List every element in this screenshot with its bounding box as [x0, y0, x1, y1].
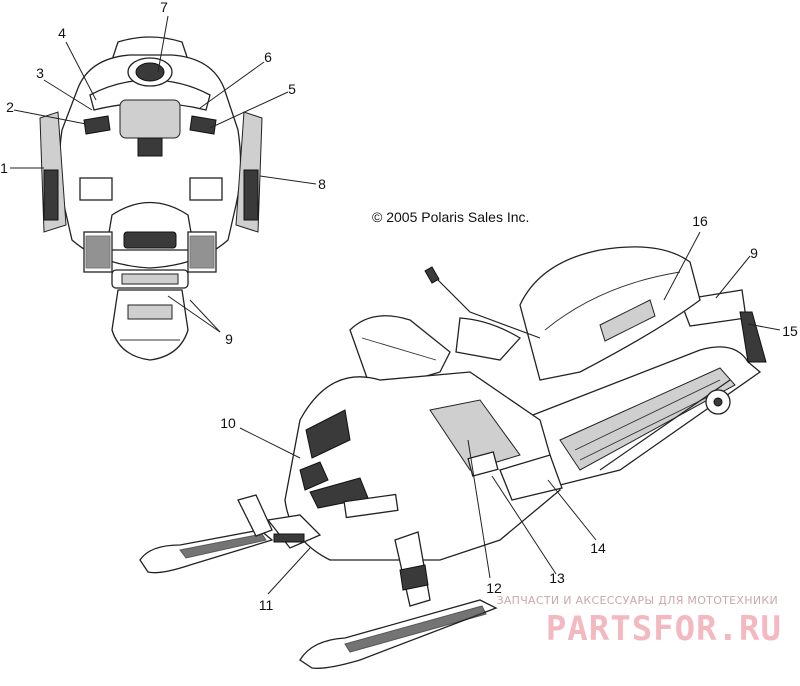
watermark: ЗАПЧАСТИ И АКСЕССУАРЫ ДЛЯ МОТОТЕХНИКИ PA…	[496, 594, 782, 649]
callout-11: 11	[259, 597, 274, 613]
callout-4: 4	[58, 25, 66, 41]
callout-10: 10	[220, 415, 236, 431]
watermark-subtitle: ЗАПЧАСТИ И АКСЕССУАРЫ ДЛЯ МОТОТЕХНИКИ	[496, 594, 778, 607]
callout-7: 5	[288, 81, 296, 97]
leader-lines	[10, 15, 781, 595]
side-view-drawing	[139, 246, 767, 669]
top-view-drawing	[39, 36, 263, 361]
callout-8: 8	[318, 176, 326, 192]
callout-12: 12	[486, 580, 502, 596]
callout-9-side: 9	[750, 245, 758, 261]
callout-16: 16	[692, 213, 708, 229]
callout-labels: 7 4 3 2 1 6 5 8 9 10 11 12 13 14 15 16 9	[0, 0, 798, 613]
callout-2: 2	[6, 99, 14, 115]
callout-5: 7	[160, 0, 168, 15]
callout-15: 15	[782, 323, 798, 339]
watermark-brand: PARTSFOR.RU	[546, 609, 782, 649]
copyright-text: © 2005 Polaris Sales Inc.	[372, 209, 529, 225]
callout-6: 6	[264, 49, 272, 65]
callout-1: 1	[0, 160, 8, 176]
callout-13: 13	[549, 570, 565, 586]
callout-9-top: 9	[225, 331, 233, 347]
callout-3: 3	[36, 65, 44, 81]
callout-14: 14	[590, 540, 606, 556]
